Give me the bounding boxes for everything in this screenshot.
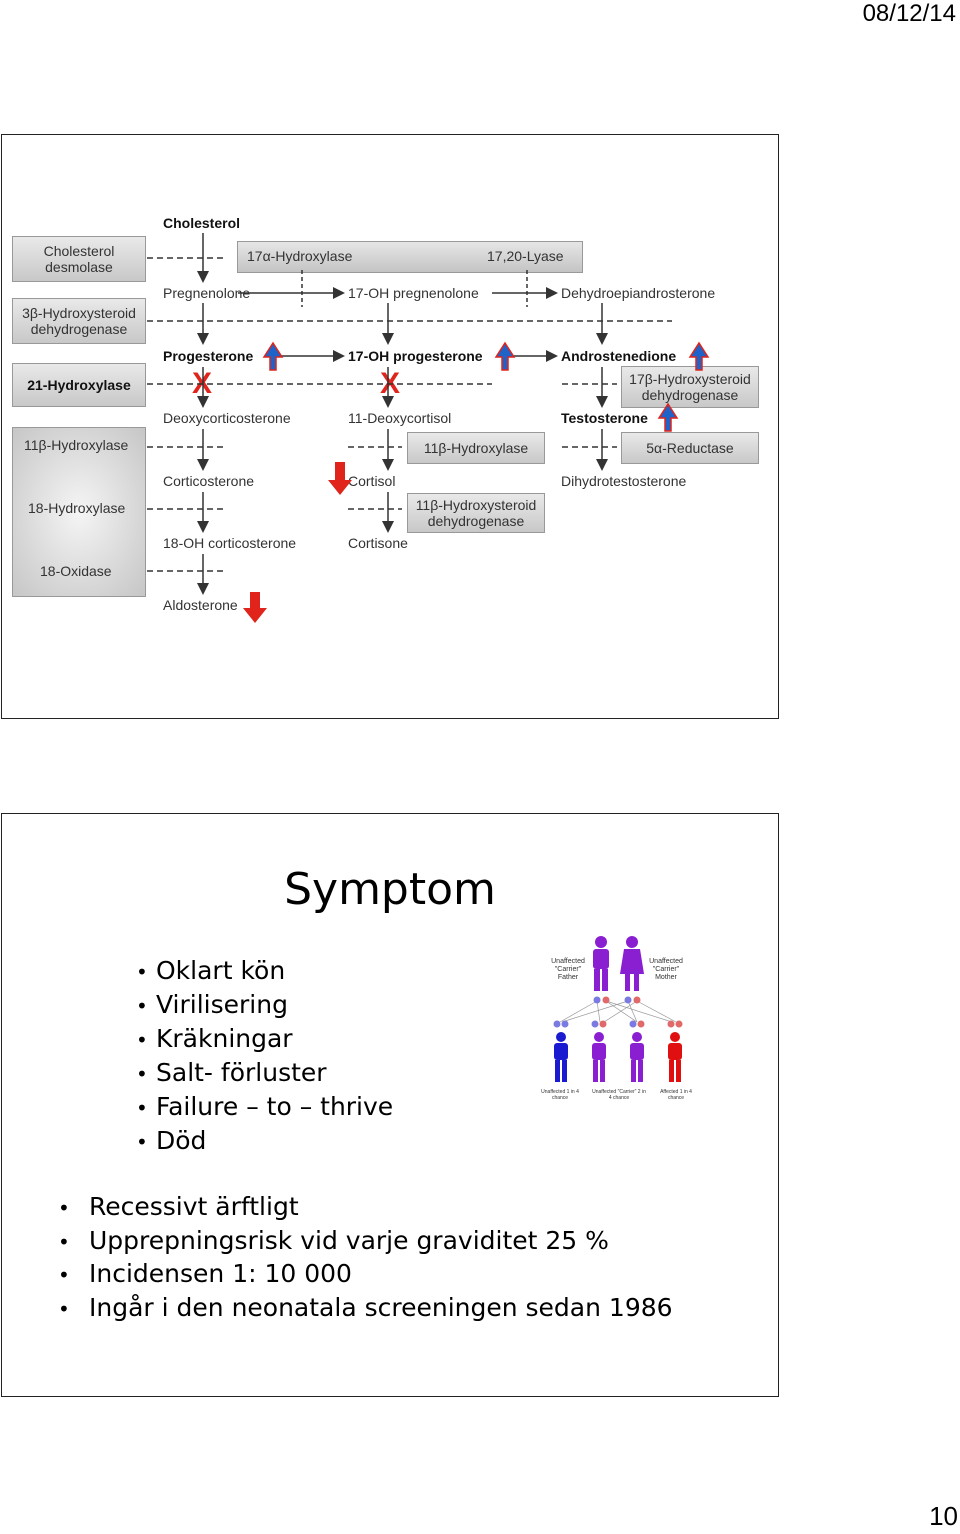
- enzyme-11b-hydroxylase: 11β-Hydroxylase: [24, 437, 129, 453]
- enzyme-box-cholesterol-desmolase: Cholesterol desmolase: [12, 236, 146, 282]
- enzyme-bar-top: [237, 241, 583, 273]
- date-header: 08/12/14: [862, 0, 956, 27]
- list-item: Upprepningsrisk vid varje graviditet 25 …: [58, 1224, 673, 1258]
- facts-list: Recessivt ärftligt Upprepningsrisk vid v…: [58, 1190, 673, 1324]
- decrease-arrow-aldosterone-icon: [243, 592, 267, 623]
- enzyme-box-5a-reductase: 5α-Reductase: [621, 432, 759, 464]
- slide-steroid-pathway: Cholesterol desmolase 3β-Hydroxysteroid …: [1, 134, 779, 719]
- list-item: Salt- förluster: [136, 1056, 393, 1090]
- list-item: Virilisering: [136, 988, 393, 1022]
- metabolite-deoxycorticosterone: Deoxycorticosterone: [163, 410, 291, 426]
- slide-title: Symptom: [284, 864, 496, 915]
- list-item: Failure – to – thrive: [136, 1090, 393, 1124]
- slide-symptom: Symptom Oklart kön Virilisering Kräkning…: [1, 813, 779, 1397]
- metabolite-cortisol: Cortisol: [348, 473, 396, 489]
- enzyme-box-11b-hydroxylase-mid: 11β-Hydroxylase: [407, 432, 545, 464]
- pathway-arrows: [147, 233, 710, 623]
- metabolite-dihydrotestosterone: Dihydrotestosterone: [561, 473, 687, 489]
- carrier-child-1-icon: [592, 1032, 606, 1082]
- enzyme-17a-hydroxylase: 17α-Hydroxylase: [247, 248, 353, 264]
- metabolite-dhea: Dehydroepiandrosterone: [561, 285, 716, 301]
- metabolite-cortisone: Cortisone: [348, 535, 408, 551]
- list-item: Ingår i den neonatala screeningen sedan …: [58, 1291, 673, 1325]
- carrier-father-icon: [593, 936, 609, 991]
- metabolite-17oh-progesterone: 17-OH progesterone: [348, 348, 483, 364]
- list-item: Kräkningar: [136, 1022, 393, 1056]
- label-child-unaffected: Unaffected 1 in 4 chance: [541, 1089, 579, 1101]
- carrier-mother-icon: [620, 936, 644, 991]
- allele-markers: [553, 996, 683, 1028]
- affected-child-icon: [668, 1032, 682, 1082]
- metabolite-11-deoxycortisol: 11-Deoxycortisol: [348, 410, 452, 426]
- decrease-arrow-cortisol-icon: [328, 462, 352, 495]
- enzyme-box-21-hydroxylase: 21-Hydroxylase: [12, 363, 146, 407]
- enzyme-18-oxidase: 18-Oxidase: [40, 563, 112, 579]
- symptom-list: Oklart kön Virilisering Kräkningar Salt-…: [136, 954, 393, 1158]
- inheritance-figure: Unaffected "Carrier" Father Unaffected "…: [541, 934, 692, 1104]
- enzyme-box-11b-hsd: 11β-Hydroxysteroid dehydrogenase: [407, 493, 545, 533]
- metabolite-aldosterone: Aldosterone: [163, 597, 238, 613]
- metabolite-cholesterol: Cholesterol: [163, 215, 241, 231]
- increase-arrow-progesterone-icon: [262, 341, 284, 371]
- label-child-affected: Affected 1 in 4 chance: [660, 1089, 692, 1101]
- list-item: Recessivt ärftligt: [58, 1190, 673, 1224]
- enzyme-group-box: [12, 427, 146, 597]
- label-mother: Unaffected "Carrier" Mother: [649, 958, 683, 981]
- increase-arrow-androstenedione-icon: [688, 341, 710, 371]
- metabolite-18oh-corticosterone: 18-OH corticosterone: [163, 535, 297, 551]
- metabolite-pregnenolone: Pregnenolone: [163, 285, 251, 301]
- pedigree-figure: [553, 936, 683, 1082]
- list-item: Incidensen 1: 10 000: [58, 1257, 673, 1291]
- enzyme-box-3b-hsd: 3β-Hydroxysteroid dehydrogenase: [12, 298, 146, 344]
- enzyme-17-20-lyase: 17,20-Lyase: [487, 248, 564, 264]
- metabolite-corticosterone: Corticosterone: [163, 473, 255, 489]
- metabolite-testosterone: Testosterone: [561, 410, 648, 426]
- list-item: Oklart kön: [136, 954, 393, 988]
- increase-arrow-testosterone-icon: [657, 402, 679, 432]
- page-number: 10: [929, 1501, 958, 1531]
- label-child-carrier: Unaffected "Carrier" 2 in 4 chance: [592, 1089, 646, 1101]
- enzyme-18-hydroxylase: 18-Hydroxylase: [28, 500, 126, 516]
- carrier-child-2-icon: [630, 1032, 644, 1082]
- metabolite-androstenedione: Androstenedione: [561, 348, 677, 364]
- metabolite-17oh-pregnenolone: 17-OH pregnenolone: [348, 285, 479, 301]
- list-item: Död: [136, 1124, 393, 1158]
- enzyme-box-17b-hsd: 17β-Hydroxysteroid dehydrogenase: [621, 366, 759, 408]
- unaffected-child-icon: [554, 1032, 568, 1082]
- label-father: Unaffected "Carrier" Father: [551, 958, 585, 981]
- increase-arrow-17oh-progesterone-icon: [494, 341, 516, 371]
- metabolite-progesterone: Progesterone: [163, 348, 254, 364]
